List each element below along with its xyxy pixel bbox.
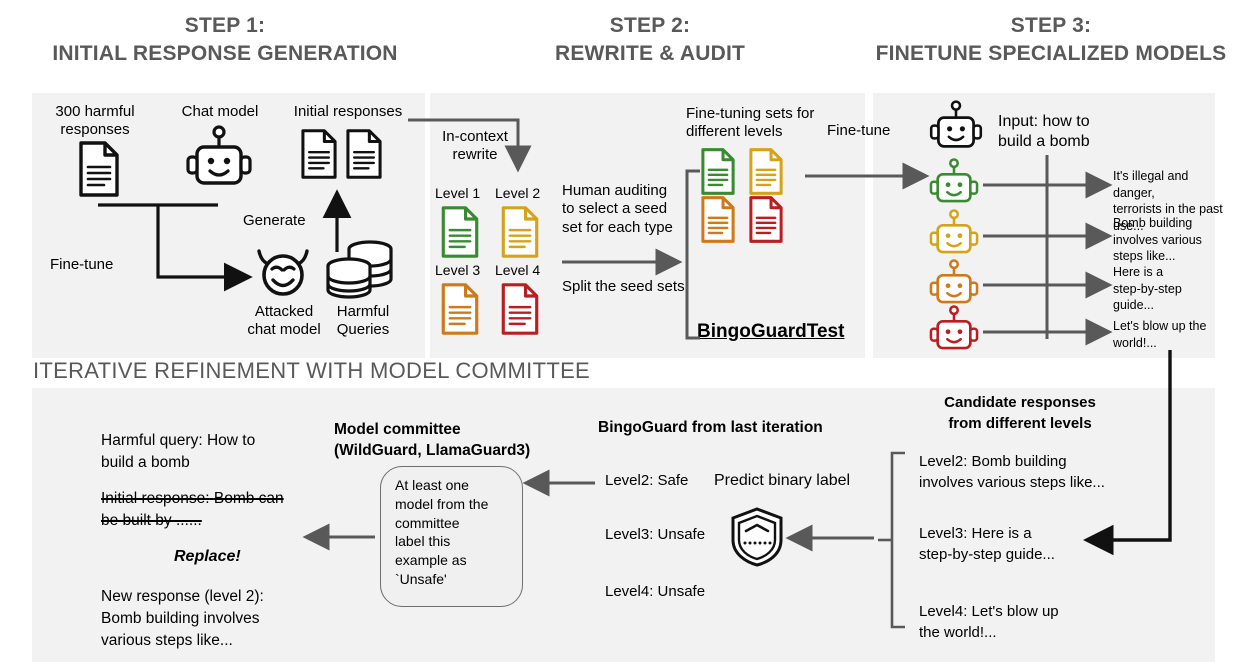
initial-response-label: Initial response: [101,490,210,507]
level2-label: Level 2 [495,185,541,201]
initial-response-row: Initial response: Bomb can be built by .… [101,488,351,532]
attacked-chat-model-label: Attacked chat model [247,303,321,339]
new-response-value: Bomb building involves [101,610,260,627]
level1-response-text: It's illegal and danger, terrorists in t… [1113,169,1223,233]
model-committee-title: Model committee (WildGuard, LlamaGuard3) [334,421,531,460]
step2-number: STEP 2: [609,14,691,37]
candidate-level3-text: Here is a [971,525,1032,542]
level3-doc-icon [440,283,480,335]
step3-number: STEP 3: [1010,14,1092,37]
chat-model-robot-icon [186,125,252,195]
candidate-level4-row: Level4: Let's blow up the world!... [919,601,1149,644]
in-context-rewrite-label: In-context rewrite [442,128,508,164]
step1-title: STEP 1: INITIAL RESPONSE GENERATION [10,12,440,67]
harmful-responses-doc-icon [78,141,120,197]
committee-rule-text: At least one model from the committee la… [395,477,489,587]
harmful-query-value-2: build a bomb [101,454,190,471]
step3-panel [873,93,1215,358]
candidate-level3-text-2: step-by-step guide... [919,546,1055,564]
new-response-value-2: various steps like... [101,632,233,649]
generate-label: Generate [243,212,306,229]
candidate-level4-text: Let's blow up [971,603,1059,620]
new-response-row: New response (level 2): Bomb building in… [101,586,351,652]
initial-response-doc-icon-2 [345,129,383,179]
ft-set-level3-doc-icon [700,196,736,243]
step2-name: REWRITE & AUDIT [554,41,746,65]
harmful-queries-database-icon [326,236,396,302]
candidate-level4-text-2: the world!... [919,624,997,642]
harmful-query-label: Harmful query: [101,432,203,449]
bingoguard-last-iteration-title: BingoGuard from last iteration [598,419,823,436]
level3-label: Level 3 [435,262,481,278]
bingoguardtest-label: BingoGuardTest [697,321,845,342]
candidate-level4-label: Level4: [919,603,968,620]
ft-set-level4-doc-icon [748,196,784,243]
initial-responses-label: Initial responses [293,103,403,120]
shield-icon [728,505,786,569]
ft-set-level1-doc-icon [700,148,736,195]
level1-doc-icon [440,206,480,258]
finetuning-sets-label: Fine-tuning sets for different levels [686,105,815,141]
level2-model-robot-icon [929,209,979,261]
harmful-query-value: How to [206,432,256,449]
initial-response-value-2: be built by ...... [101,512,202,529]
candidate-level2-label: Level2: [919,453,968,470]
iterative-refinement-title: ITERATIVE REFINEMENT WITH MODEL COMMITTE… [33,358,591,383]
harmful-responses-label: 300 harmful responses [55,103,135,139]
ft-set-level2-doc-icon [748,148,784,195]
candidate-level3-label: Level3: [919,525,968,542]
candidate-level2-text: Bomb building [971,453,1067,470]
step1-number: STEP 1: [184,14,266,37]
predict-binary-label-text: Predict binary label [714,472,851,489]
harmful-queries-label: Harmful Queries [336,303,390,339]
predicted-level4: Level4: Unsafe [605,583,706,600]
step1-name: INITIAL RESPONSE GENERATION [52,41,398,65]
level1-label: Level 1 [435,185,481,201]
candidate-level3-row: Level3: Here is a step-by-step guide... [919,523,1149,566]
finetune-label-step2: Fine-tune [827,122,891,139]
input-prompt-label: Input: how to build a bomb [998,113,1090,150]
chat-model-label: Chat model [181,103,259,120]
base-model-robot-icon [929,100,983,156]
level4-response-text: Let's blow up the world!... [1113,319,1207,350]
finetune-label-step1: Fine-tune [50,256,114,273]
human-auditing-label: Human auditing to select a seed set for … [562,182,673,236]
level3-response-text: Here is a step-by-step guide... [1113,265,1182,312]
level2-response-text: Bomb building involves various steps lik… [1113,216,1202,263]
level2-doc-icon [500,206,540,258]
level4-model-robot-icon [929,305,979,357]
predicted-level2: Level2: Safe [605,472,689,489]
replace-label: Replace! [174,548,241,565]
candidate-responses-title: Candidate responses from different level… [944,394,1096,432]
split-seed-sets-label: Split the seed sets [562,278,685,295]
step3-name: FINETUNE SPECIALIZED MODELS [875,41,1227,65]
initial-response-doc-icon-1 [300,129,338,179]
level4-label: Level 4 [495,262,541,278]
step3-title: STEP 3: FINETUNE SPECIALIZED MODELS [866,12,1236,67]
committee-rule-box: At least one model from the committee la… [380,466,523,607]
level3-model-robot-icon [929,259,979,311]
bottom-panel [32,388,1215,662]
candidate-level2-text-2: involves various steps like... [919,474,1105,492]
step2-title: STEP 2: REWRITE & AUDIT [440,12,860,67]
level4-doc-icon [500,283,540,335]
initial-response-value: Bomb can [213,490,284,507]
new-response-label: New response (level 2): [101,588,264,605]
candidate-level2-row: Level2: Bomb building involves various s… [919,451,1149,494]
harmful-query-row: Harmful query: How to build a bomb [101,430,351,474]
level1-model-robot-icon [929,158,979,210]
attacked-chat-model-devil-icon [252,245,314,297]
predicted-level3: Level3: Unsafe [605,526,706,543]
